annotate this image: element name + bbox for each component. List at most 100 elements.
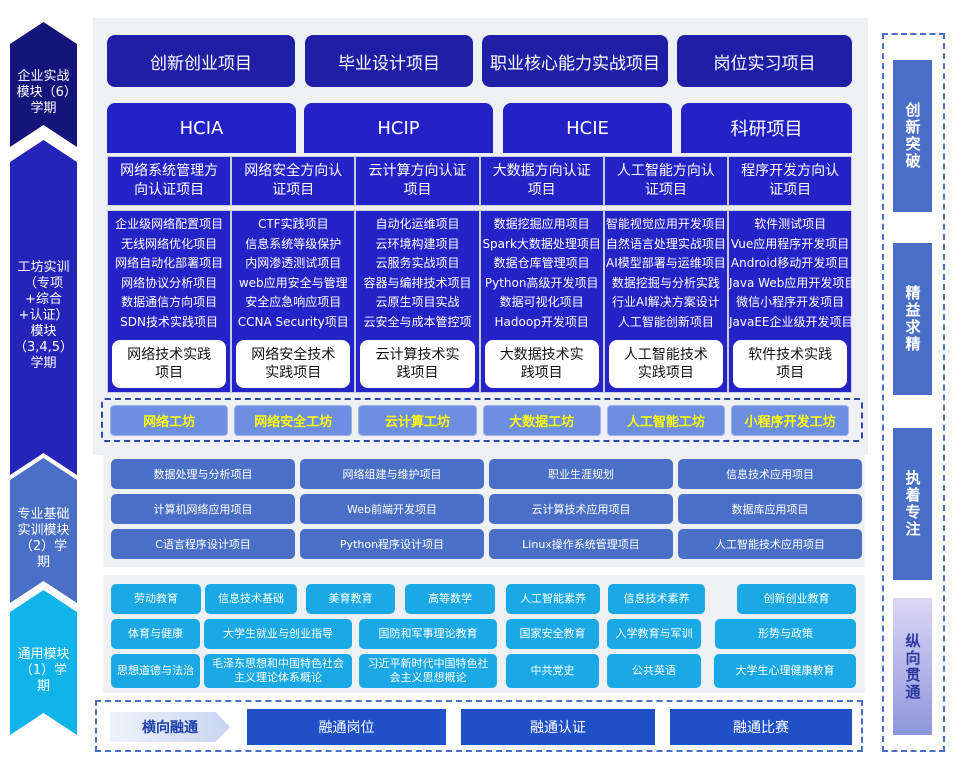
project-item: 无线网络优化项目 — [121, 236, 218, 251]
project-item: 信息系统等级保护 — [245, 236, 342, 251]
direction-header: 程序开发方向认证项目 — [728, 156, 853, 206]
certification-item: HCIE — [503, 103, 672, 153]
project-item: Vue应用程序开发项目 — [730, 236, 850, 251]
general-course[interactable]: 中共党史 — [506, 654, 599, 688]
general-course[interactable]: 形势与政策 — [715, 619, 856, 649]
project-item: 数据挖掘与分析实践 — [611, 275, 720, 290]
basic-training-item[interactable]: 网络组建与维护项目 — [300, 459, 484, 489]
workshop-button[interactable]: 大数据工坊 — [482, 405, 601, 436]
practice-project: 云计算技术实践项目 — [360, 340, 475, 388]
general-course[interactable]: 信息技术基础 — [205, 584, 297, 614]
value-block: 纵向贯通 — [893, 598, 932, 735]
project-item: SDN技术实践项目 — [120, 314, 219, 329]
project-item: 数据仓库管理项目 — [493, 256, 590, 270]
top-project: 岗位实习项目 — [677, 35, 852, 87]
general-course[interactable]: 入学教育与军训 — [607, 619, 701, 649]
top-project: 毕业设计项目 — [305, 35, 473, 87]
workshop-dashed-frame — [101, 398, 863, 442]
project-item: 智能视觉应用开发项目 — [605, 217, 726, 231]
project-item: 自动化运维项目 — [375, 217, 460, 231]
project-item: 人工智能创新项目 — [617, 314, 714, 329]
project-item: 数据可视化项目 — [499, 295, 584, 309]
integration-item[interactable]: 融通认证 — [461, 709, 655, 745]
workshop-button[interactable]: 网络安全工坊 — [234, 405, 353, 436]
project-item: Java Web应用开发项目 — [729, 275, 857, 290]
project-item: Hadoop开发项目 — [494, 314, 589, 329]
general-course[interactable]: 体育与健康 — [111, 619, 200, 649]
integration-item[interactable]: 融通岗位 — [247, 709, 446, 745]
basic-training-item[interactable]: C语言程序设计项目 — [111, 529, 295, 559]
direction-header: 云计算方向认证项目 — [355, 156, 480, 206]
project-item: 云原生项目实战 — [375, 295, 460, 309]
basic-training-item[interactable]: Linux操作系统管理项目 — [489, 529, 673, 559]
workshop-button[interactable]: 云计算工坊 — [358, 405, 477, 436]
project-item: 企业级网络配置项目 — [115, 217, 224, 231]
project-item: 软件测试项目 — [754, 217, 827, 231]
general-course[interactable]: 大学生心理健康教育 — [714, 654, 856, 688]
basic-training-item[interactable]: Python程序设计项目 — [300, 529, 484, 559]
general-course[interactable]: 创新创业教育 — [737, 584, 856, 614]
top-project: 职业核心能力实战项目 — [482, 35, 668, 87]
direction-column: 自动化运维项目云环境构建项目云服务实战项目容器与编排技术项目云原生项目实战云安全… — [355, 210, 480, 393]
project-item: 内网渗透测试项目 — [245, 256, 342, 270]
direction-header: 人工智能方向认证项目 — [603, 156, 728, 206]
basic-training-item[interactable]: 云计算技术应用项目 — [489, 494, 673, 524]
general-course[interactable]: 美育教育 — [306, 584, 395, 614]
value-block: 创新突破 — [893, 60, 932, 212]
workshop-button[interactable]: 网络工坊 — [110, 405, 229, 436]
basic-training-item[interactable]: 职业生涯规划 — [489, 459, 673, 489]
project-item: 行业AI解决方案设计 — [612, 295, 720, 309]
general-course[interactable]: 劳动教育 — [111, 584, 201, 614]
workshop-button[interactable]: 小程序开发工坊 — [731, 405, 850, 436]
workshop-button[interactable]: 人工智能工坊 — [606, 405, 725, 436]
general-course[interactable]: 信息技术素养 — [608, 584, 705, 614]
project-item: 微信小程序开发项目 — [736, 295, 845, 309]
project-item: 容器与编排技术项目 — [363, 275, 472, 290]
project-item: 网络自动化部署项目 — [115, 256, 224, 270]
project-item: Android移动开发项目 — [730, 256, 850, 270]
project-item: CTF实践项目 — [257, 217, 329, 231]
general-course[interactable]: 思想道德与法治 — [111, 654, 200, 688]
certification-item: HCIP — [304, 103, 493, 153]
direction-header: 大数据方向认证项目 — [479, 156, 604, 206]
basic-training-item[interactable]: 信息技术应用项目 — [678, 459, 862, 489]
value-block: 执着专注 — [893, 428, 932, 580]
project-item: 自然语言处理实战项目 — [605, 236, 726, 251]
integration-item[interactable]: 融通比赛 — [670, 709, 852, 745]
basic-training-item[interactable]: 数据库应用项目 — [678, 494, 862, 524]
general-course[interactable]: 国家安全教育 — [506, 619, 599, 649]
integration-frame — [95, 700, 863, 752]
project-item: 云环境构建项目 — [375, 236, 460, 251]
value-block: 精益求精 — [893, 243, 932, 395]
general-course[interactable]: 习近平新时代中国特色社会主义思想概论 — [359, 654, 497, 688]
project-item: web应用安全与管理 — [238, 275, 348, 290]
basic-training-item[interactable]: 人工智能技术应用项目 — [678, 529, 862, 559]
general-course[interactable]: 毛泽东思想和中国特色社会主义理论体系概论 — [204, 654, 352, 688]
direction-header: 网络安全方向认证项目 — [231, 156, 356, 206]
module-arrow: 企业实战模块（6）学期 — [10, 22, 77, 147]
general-course[interactable]: 高等数学 — [405, 584, 495, 614]
practice-project: 人工智能技术实践项目 — [608, 340, 723, 388]
general-course[interactable]: 公共英语 — [607, 654, 701, 688]
certification-item: 科研项目 — [681, 103, 852, 153]
project-item: 数据通信方向项目 — [121, 295, 218, 309]
practice-project: 网络技术实践项目 — [112, 340, 227, 388]
direction-column: 软件测试项目 Vue应用程序开发项目 Android移动开发项目 Java Web应用… — [728, 210, 857, 393]
general-course[interactable]: 国防和军事理论教育 — [359, 619, 497, 649]
right-frame — [882, 33, 945, 752]
practice-project: 大数据技术实践项目 — [484, 340, 599, 388]
direction-header: 网络系统管理方向认证项目 — [107, 156, 232, 206]
general-course[interactable]: 大学生就业与创业指导 — [204, 619, 352, 649]
project-item: CCNA Security项目 — [237, 314, 349, 329]
general-course[interactable]: 人工智能素养 — [506, 584, 600, 614]
basic-training-item[interactable]: Web前端开发项目 — [300, 494, 484, 524]
basic-training-item[interactable]: 数据处理与分析项目 — [111, 459, 295, 489]
module-arrow: 通用模块（1）学期 — [10, 590, 77, 735]
project-item: 云安全与成本管控项 — [363, 314, 472, 329]
integration-label: 横向融通 — [110, 712, 230, 742]
module-arrow: 专业基础实训模块（2）学期 — [10, 458, 77, 603]
basic-training-item[interactable]: 计算机网络应用项目 — [111, 494, 295, 524]
project-item: JavaEE企业级开发项目 — [729, 314, 854, 329]
module-arrow: 工坊实训（专项+综合+认证）模块（3,4,5）学期 — [10, 140, 77, 475]
